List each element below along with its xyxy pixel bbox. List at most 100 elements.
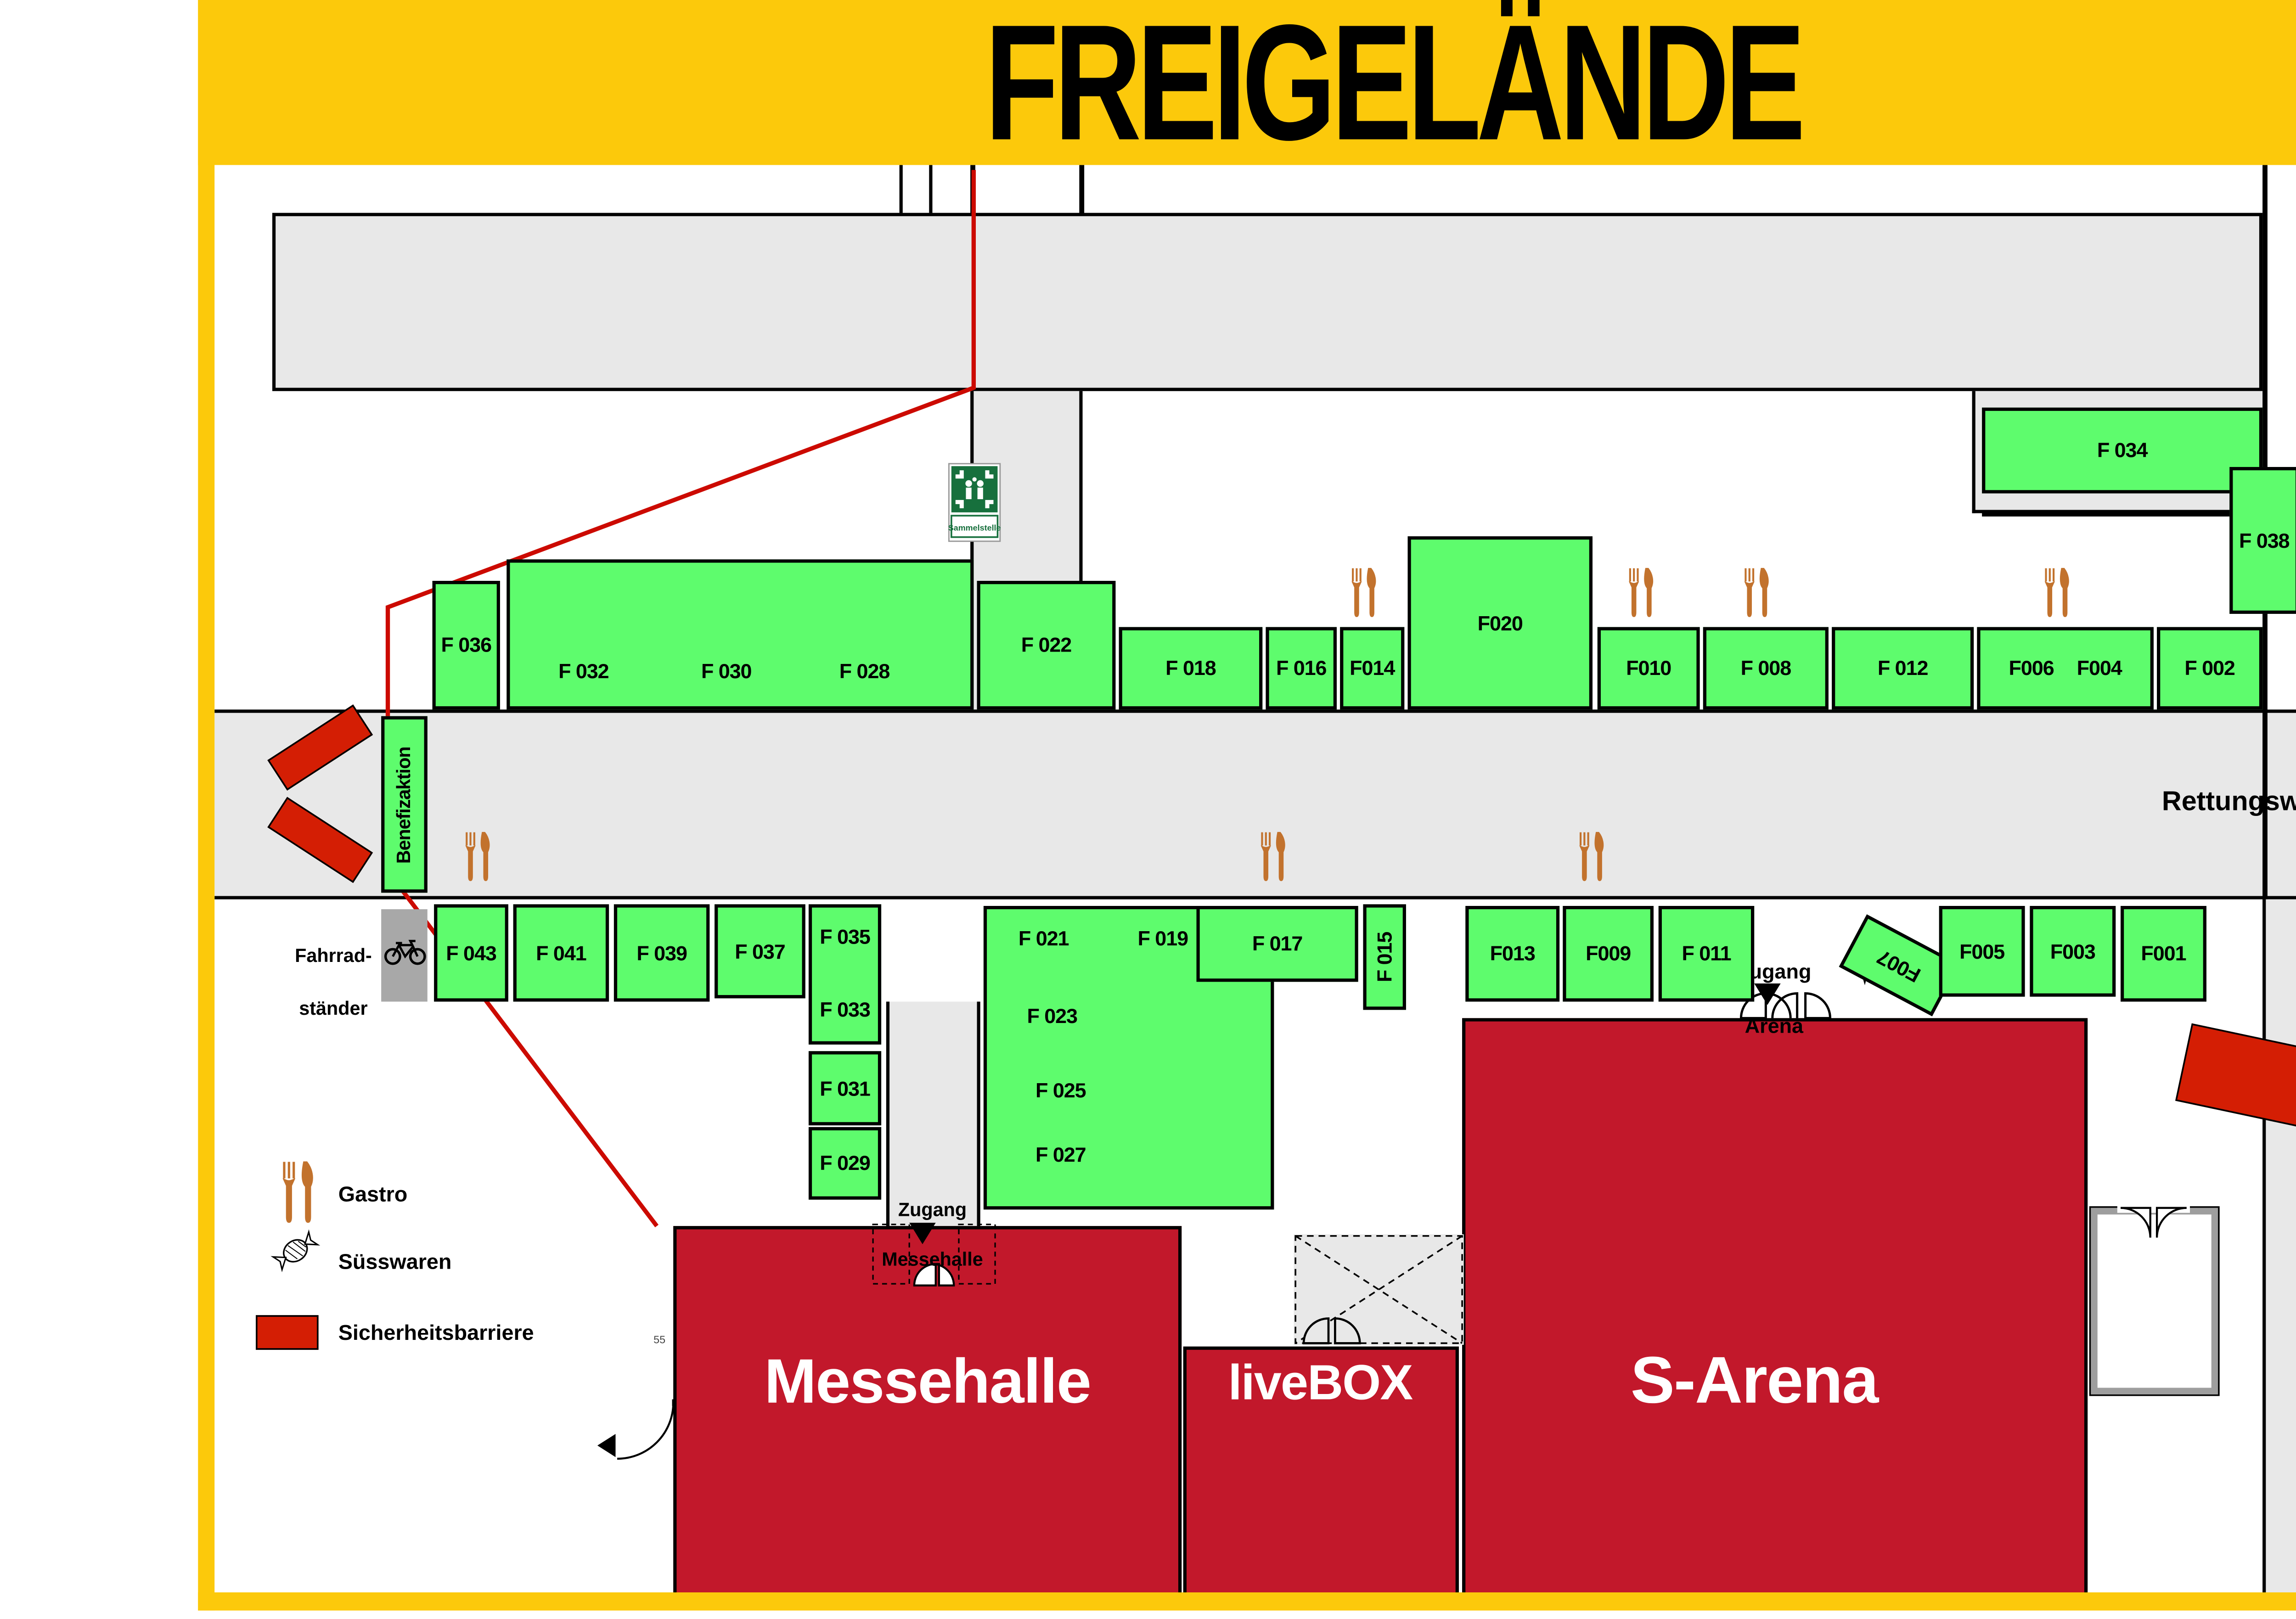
- booth-f009[interactable]: F009: [1563, 905, 1654, 1002]
- corridor-messehalle: [886, 1001, 980, 1230]
- block-line: [1982, 512, 2263, 516]
- booth-f005[interactable]: F005: [1939, 905, 2025, 997]
- booth-label: F 029: [820, 1152, 871, 1175]
- corridor-x-area: [1294, 1234, 1464, 1345]
- booth-benefizaktion[interactable]: Benefizaktion: [381, 716, 428, 893]
- booth-f-012[interactable]: F 012: [1832, 627, 1974, 710]
- booth-label: F 002: [2184, 657, 2235, 680]
- booth-label: F 041: [536, 941, 587, 965]
- booth-label: F 017: [1252, 932, 1303, 956]
- legend-gastro-label: Gastro: [338, 1181, 408, 1207]
- booth-label: F 038: [2239, 528, 2290, 552]
- booth-f-038[interactable]: F 038: [2229, 467, 2296, 614]
- booth-label: F 022: [1021, 634, 1072, 657]
- booth-f-017[interactable]: F 017: [1196, 905, 1358, 982]
- booth-label: F004: [2077, 657, 2122, 680]
- booth-f-043[interactable]: F 043: [434, 904, 508, 1002]
- building-label: liveBOX: [1228, 1356, 1413, 1411]
- bike-rack-label-line1: Fahrrad-: [295, 947, 372, 967]
- booth-f013[interactable]: F013: [1465, 905, 1560, 1002]
- booth-f-002[interactable]: F 002: [2157, 627, 2263, 710]
- sammelstelle-sign: Sammelstelle: [948, 463, 1001, 542]
- building-s-arena[interactable]: [1462, 1018, 2088, 1596]
- booth-label: F 030: [701, 660, 752, 684]
- booth-f020[interactable]: F020: [1407, 536, 1593, 710]
- booth-label: F003: [2050, 939, 2096, 963]
- road-east-edge: [2262, 165, 2267, 1593]
- booth-label: F 025: [1035, 1079, 1086, 1102]
- booth-label: F 023: [1027, 1004, 1078, 1028]
- gastro-icon: [465, 832, 490, 881]
- booth-f014[interactable]: F014: [1340, 627, 1405, 710]
- frame-top: FREIGELÄNDE: [198, 0, 2296, 174]
- booth-f-039[interactable]: F 039: [613, 904, 710, 1002]
- booth-label: F 008: [1740, 657, 1792, 680]
- booth-f-011[interactable]: F 011: [1658, 905, 1755, 1002]
- frame-bottom: [198, 1592, 2296, 1611]
- booth-label: F 035: [820, 925, 871, 949]
- booth-label: F 037: [735, 939, 786, 963]
- booth-label: F014: [1350, 657, 1395, 680]
- gastro-icon: [1579, 832, 1604, 881]
- booth-f-015[interactable]: F 015: [1363, 904, 1406, 1010]
- booth-label: F020: [1477, 611, 1523, 635]
- gastro-icon: [1261, 832, 1285, 881]
- frame-left: [198, 0, 215, 1611]
- messehalle-entrance: [872, 1223, 996, 1287]
- bicycle-icon: [384, 939, 426, 965]
- booth-label: F 034: [2097, 438, 2148, 462]
- suesswaren-candy-icon: [270, 1229, 321, 1272]
- booth-label: F006: [2009, 657, 2054, 680]
- booth-f-036[interactable]: F 036: [432, 581, 500, 710]
- booth-f-029[interactable]: F 029: [808, 1127, 882, 1200]
- booth-label: F013: [1490, 942, 1536, 966]
- booth-f-032[interactable]: F 032 F 030 F 028: [506, 559, 974, 710]
- bike-rack-label-west: Fahrrad- ständer: [291, 917, 377, 1023]
- booth-label: Benefizaktion: [394, 746, 415, 863]
- booth-label: F 021: [1018, 927, 1069, 951]
- booth-f-034[interactable]: F 034: [1982, 407, 2263, 494]
- booth-f-022[interactable]: F 022: [977, 581, 1116, 710]
- booth-label: F 015: [1373, 932, 1396, 983]
- booth-f-037[interactable]: F 037: [715, 904, 805, 999]
- booth-f001[interactable]: F001: [2121, 905, 2206, 1002]
- booth-f006[interactable]: F006 F004: [1977, 627, 2154, 710]
- booth-f-008[interactable]: F 008: [1703, 627, 1829, 710]
- block-north: [272, 213, 2263, 391]
- booth-label: F 031: [820, 1076, 871, 1100]
- booth-label: F 028: [839, 660, 890, 684]
- booth-label: F 016: [1276, 657, 1327, 680]
- zugang-label-line2: Arena: [1745, 1014, 1804, 1038]
- booth-f003[interactable]: F003: [2030, 905, 2116, 997]
- gate-tick: [899, 165, 903, 213]
- gastro-icon: [1629, 568, 1654, 617]
- booth-label: F 033: [820, 997, 871, 1021]
- gastro-icon: [1744, 568, 1769, 617]
- booth-f010[interactable]: F010: [1597, 627, 1700, 710]
- booth-f-018[interactable]: F 018: [1119, 627, 1263, 710]
- booth-f-016[interactable]: F 016: [1266, 627, 1337, 710]
- booth-f-031[interactable]: F 031: [808, 1051, 882, 1125]
- booth-label: F 018: [1165, 657, 1216, 680]
- legend-barrier-swatch: [256, 1315, 319, 1350]
- bike-rack-label-line2: ständer: [299, 1000, 368, 1020]
- booth-label: F 011: [1682, 942, 1731, 966]
- booth-f-041[interactable]: F 041: [513, 904, 609, 1002]
- booth-label: F 019: [1137, 927, 1189, 951]
- gastro-icon: [2044, 568, 2069, 617]
- zugang-messehalle-label: Zugang Messehalle: [858, 1175, 1007, 1274]
- building-livebox[interactable]: [1183, 1346, 1459, 1596]
- booth-label: F 039: [636, 941, 687, 965]
- sammelstelle-label: Sammelstelle: [948, 523, 1001, 532]
- legend-suesswaren-label: Süsswaren: [338, 1249, 452, 1274]
- zugang-label-line1: Zugang: [898, 1201, 967, 1221]
- road-east: [2266, 899, 2296, 1593]
- booth-f-035[interactable]: F 035 F 033: [808, 904, 882, 1045]
- page-title: FREIGELÄNDE: [985, 0, 1806, 174]
- zugang-label-line2: Messehalle: [882, 1250, 983, 1270]
- booth-label: F001: [2141, 942, 2186, 966]
- arena-entrance-arrow-icon: [1754, 983, 1781, 1005]
- booth-label: F 032: [558, 660, 609, 684]
- booth-label: F 036: [441, 634, 492, 657]
- annex-door-icon: [2117, 1204, 2190, 1238]
